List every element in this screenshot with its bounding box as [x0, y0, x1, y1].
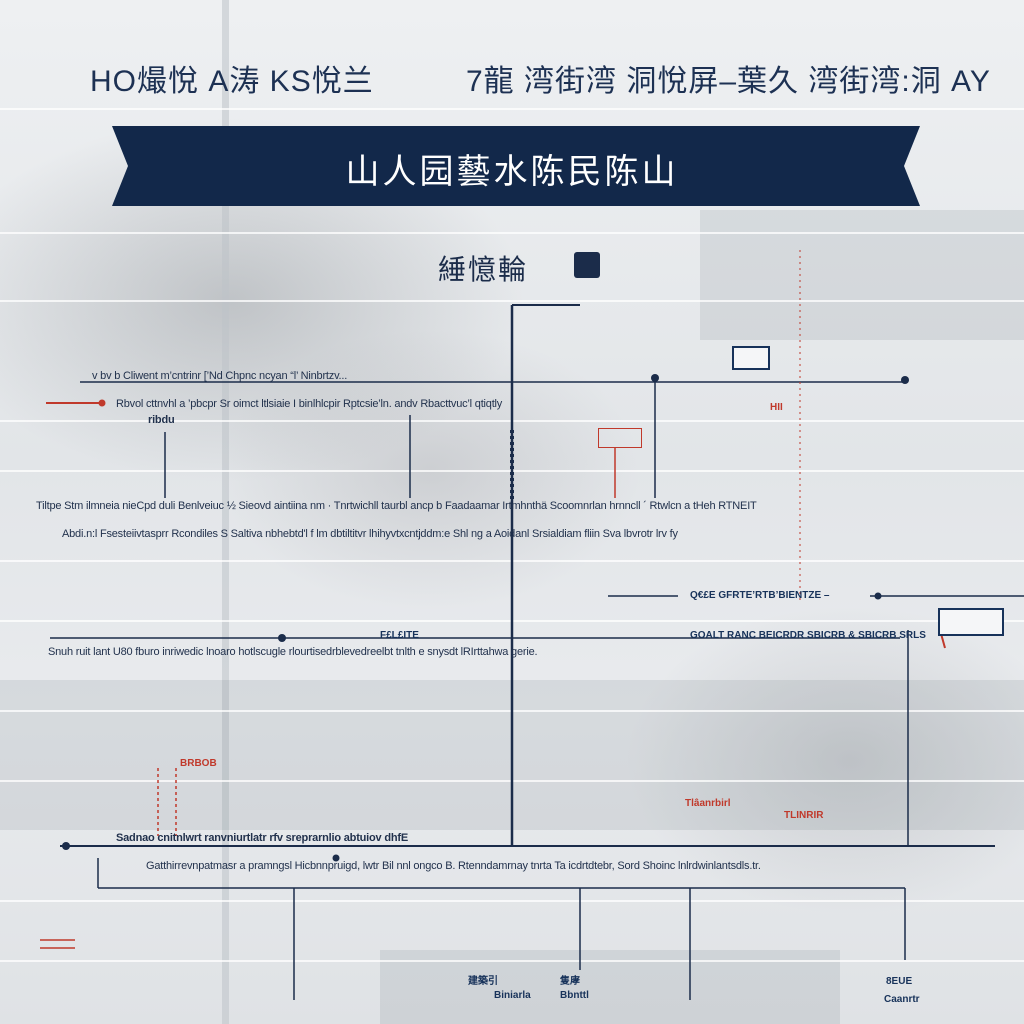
background-building [700, 210, 1024, 340]
annotation-label: BRBOB [180, 758, 217, 769]
footer-label: Caanrtr [884, 994, 920, 1005]
header-right-title: 7龍 湾街湾 洞悅屏–葉久 湾街湾:洞 AY [466, 65, 991, 98]
timeline-row: Gatthirrevnpatmasr a pramngsl Hicbnnprui… [146, 860, 761, 872]
timeline-row: Tiltpe Stm ilmneia nieCpd duli Benlveiuc… [36, 500, 757, 512]
timeline-row: Sadnao cnitnlwrt ranvniurtlatr rfv srepr… [116, 832, 408, 844]
banner-title: 山人园藝水陈民陈山 [345, 153, 679, 191]
annotation-label: Tlâanrbirl [685, 798, 731, 809]
annotation-label: HII [770, 402, 783, 413]
footer-label: Biniarla [494, 990, 531, 1001]
badge-icon [574, 252, 600, 278]
timeline-row: v bv b Cliwent m’cntrinr [’Nd Chpnc ncya… [92, 370, 348, 382]
timeline-label: F£L£ITE [380, 630, 419, 641]
background-pillar [222, 0, 229, 1024]
timeline-row: Abdi.n:l Fsesteiivtasprr Rcondiles S Sal… [62, 528, 678, 540]
footer-label: 8EUE [886, 976, 913, 987]
footer-label: Bbnttl [560, 990, 589, 1001]
annotation-label: TLINRIR [784, 810, 824, 821]
background-building [380, 950, 840, 1024]
header-left-title: HO熶悅 A涛 KS悅兰 [90, 65, 374, 98]
marker-box [732, 346, 770, 370]
timeline-label: Q€£E GFRTE’RTB’BIENTZE – [690, 590, 830, 601]
timeline-row: Snuh ruit lant U80 fburo inriwedic lnoar… [48, 646, 538, 658]
section-subheading: 綞憶輪 [438, 254, 529, 285]
timeline-row: Rbvol cttnvhl a ’pbcpr Sr oimct ltlsiaie… [116, 398, 503, 410]
timeline-row: ribdu [148, 414, 175, 426]
marker-box [938, 608, 1004, 636]
footer-label: 隻庨 [560, 976, 580, 987]
banner-ribbon [112, 126, 920, 206]
timeline-label: GOALT RANC BEICRDR SBICRB & SBICRB SRLS [690, 630, 926, 641]
footer-label: 建築引 [468, 976, 498, 987]
marker-box [598, 428, 642, 448]
